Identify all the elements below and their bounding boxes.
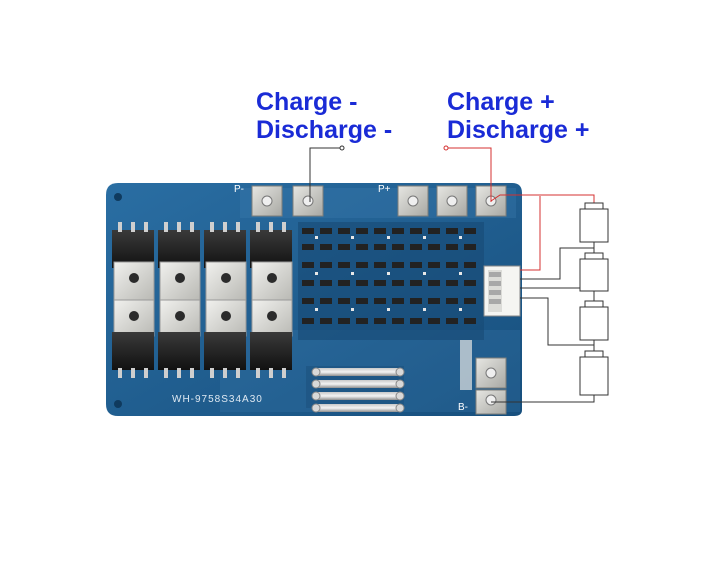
board-model-text: WH-9758S34A30 xyxy=(172,394,263,405)
p-plus-silk-label: P+ xyxy=(378,184,391,195)
charge-positive-text: Charge + xyxy=(447,88,555,116)
p-plus-terminal: P+ xyxy=(378,184,507,217)
b-minus-terminal: B- xyxy=(458,340,507,415)
battery-cell xyxy=(579,202,609,243)
battery-cells xyxy=(579,202,609,396)
b-minus-silk-label: B- xyxy=(458,402,468,413)
battery-cell xyxy=(579,300,609,341)
battery-wiring xyxy=(490,194,595,403)
charge-negative-text: Charge - xyxy=(256,88,358,116)
charge-discharge-negative-label: Charge - Discharge - xyxy=(256,88,392,144)
shunt-resistors xyxy=(306,366,405,413)
discharge-negative-text: Discharge - xyxy=(256,116,393,144)
discharge-positive-text: Discharge + xyxy=(447,116,590,144)
label-leader-lines xyxy=(309,145,492,202)
charge-discharge-positive-label: Charge + Discharge + xyxy=(447,88,589,144)
battery-cell xyxy=(579,350,609,396)
balance-connector xyxy=(483,265,521,317)
smd-component-area xyxy=(298,222,484,340)
p-minus-silk-label: P- xyxy=(234,184,244,195)
p-minus-terminal: P- xyxy=(234,184,324,217)
battery-cell xyxy=(579,252,609,292)
mosfet-array xyxy=(112,222,293,378)
